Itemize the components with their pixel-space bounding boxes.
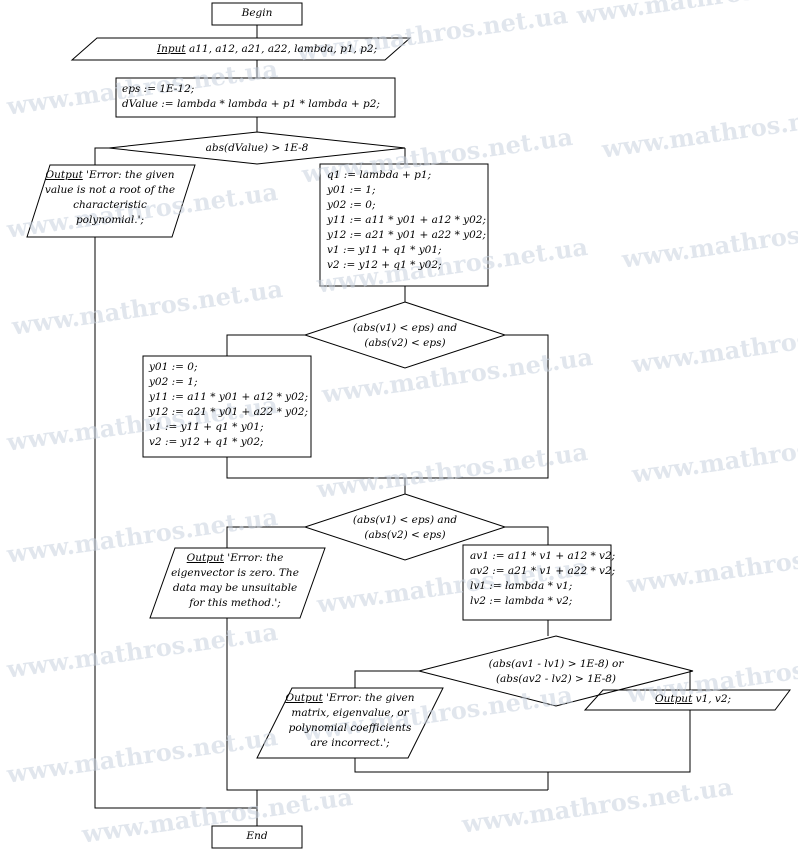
code-line: eigenvector is zero. The <box>171 567 299 579</box>
code-line: v1 := y11 + q1 * y01; <box>149 421 264 433</box>
output-keyword: Output <box>186 552 224 564</box>
cond2-decision <box>303 301 507 369</box>
code-line: characteristic <box>73 199 147 211</box>
cond1-text: abs(dValue) > 1E-8 <box>205 142 309 154</box>
cond3-decision <box>303 493 507 561</box>
code-line: Output 'Error: the given <box>35 168 185 183</box>
init-text: eps := 1E-12; dValue := lambda * lambda … <box>122 82 380 112</box>
code-line: (abs(av1 - lv1) > 1E-8) or <box>488 658 624 670</box>
calc1-text: q1 := lambda + p1; y01 := 1; y02 := 0; y… <box>327 168 486 273</box>
calc1-process <box>319 163 489 287</box>
code-line: av2 := a21 * v1 + a22 * v2; <box>470 565 616 577</box>
error3-output <box>256 687 444 759</box>
calc3-text: av1 := a11 * v1 + a12 * v2; av2 := a21 *… <box>470 549 615 609</box>
code-line: Output 'Error: the given <box>275 691 425 706</box>
code-line: av1 := a11 * v1 + a12 * v2; <box>470 550 616 562</box>
code-line: lv1 := lambda * v1; <box>470 580 573 592</box>
output-vars: v1, v2; <box>692 693 732 705</box>
cond3-text: (abs(v1) < eps) and (abs(v2) < eps) <box>325 513 485 543</box>
code-line: value is not a root of the <box>44 184 176 196</box>
code-line: y11 := a11 * y01 + a12 * y02; <box>327 214 486 226</box>
code-line: Output 'Error: the <box>160 551 310 566</box>
text-span: 'Error: the given <box>322 692 415 704</box>
code-line: are incorrect.'; <box>310 737 390 749</box>
code-line: v2 := y12 + q1 * y02; <box>327 259 442 271</box>
error3-text: Output 'Error: the given matrix, eigenva… <box>275 691 425 751</box>
output-keyword: Output <box>285 692 323 704</box>
cond4-text: (abs(av1 - lv1) > 1E-8) or (abs(av2 - lv… <box>466 657 646 687</box>
error1-output <box>26 164 196 238</box>
code-line: eps := 1E-12; <box>122 83 195 95</box>
error2-output <box>149 547 326 619</box>
code-line: data may be unsuitable <box>172 582 298 594</box>
output-keyword: Output <box>45 169 83 181</box>
code-line: for this method.'; <box>189 597 281 609</box>
input-parallelogram <box>70 37 412 61</box>
code-line: polynomial.'; <box>75 214 145 226</box>
code-line: lv2 := lambda * v2; <box>470 595 573 607</box>
code-line: (abs(v1) < eps) and <box>352 322 458 334</box>
calc3-process <box>462 544 612 621</box>
input-vars: a11, a12, a21, a22, lambda, p1, p2; <box>185 43 378 55</box>
output-keyword: Output <box>655 693 693 705</box>
cond1-decision <box>108 131 406 165</box>
code-line: y02 := 1; <box>149 376 198 388</box>
code-line: y12 := a21 * y01 + a22 * y02; <box>149 406 308 418</box>
begin-label: Begin <box>241 7 273 19</box>
code-line: (abs(v2) < eps) <box>364 529 446 541</box>
code-line: v1 := y11 + q1 * y01; <box>327 244 442 256</box>
end-label: End <box>246 830 268 842</box>
code-line: (abs(av2 - lv2) > 1E-8) <box>495 673 617 685</box>
code-line: polynomial coefficients <box>288 722 412 734</box>
text-span: 'Error: the <box>223 552 284 564</box>
code-line: y01 := 1; <box>327 184 376 196</box>
init-process <box>115 77 396 118</box>
cond4-decision <box>418 635 694 707</box>
error1-text: Output 'Error: the given value is not a … <box>35 168 185 228</box>
code-line: matrix, eigenvalue, or <box>291 707 409 719</box>
code-line: q1 := lambda + p1; <box>327 169 432 181</box>
calc2-text: y01 := 0; y02 := 1; y11 := a11 * y01 + a… <box>149 360 308 450</box>
text-span: 'Error: the given <box>82 169 175 181</box>
code-line: (abs(v2) < eps) <box>364 337 446 349</box>
code-line: y12 := a21 * y01 + a22 * y02; <box>327 229 486 241</box>
output-vars-parallelogram <box>583 689 791 711</box>
code-line: v2 := y12 + q1 * y02; <box>149 436 264 448</box>
code-line: y11 := a11 * y01 + a12 * y02; <box>149 391 308 403</box>
input-keyword: Input <box>157 43 186 55</box>
cond2-text: (abs(v1) < eps) and (abs(v2) < eps) <box>325 321 485 351</box>
code-line: (abs(v1) < eps) and <box>352 514 458 526</box>
code-line: dValue := lambda * lambda + p1 * lambda … <box>122 98 380 110</box>
error2-text: Output 'Error: the eigenvector is zero. … <box>160 551 310 611</box>
code-line: y02 := 0; <box>327 199 376 211</box>
code-line: y01 := 0; <box>149 361 198 373</box>
output-vars-text: Output v1, v2; <box>655 692 731 707</box>
input-text: Input a11, a12, a21, a22, lambda, p1, p2… <box>157 42 377 57</box>
